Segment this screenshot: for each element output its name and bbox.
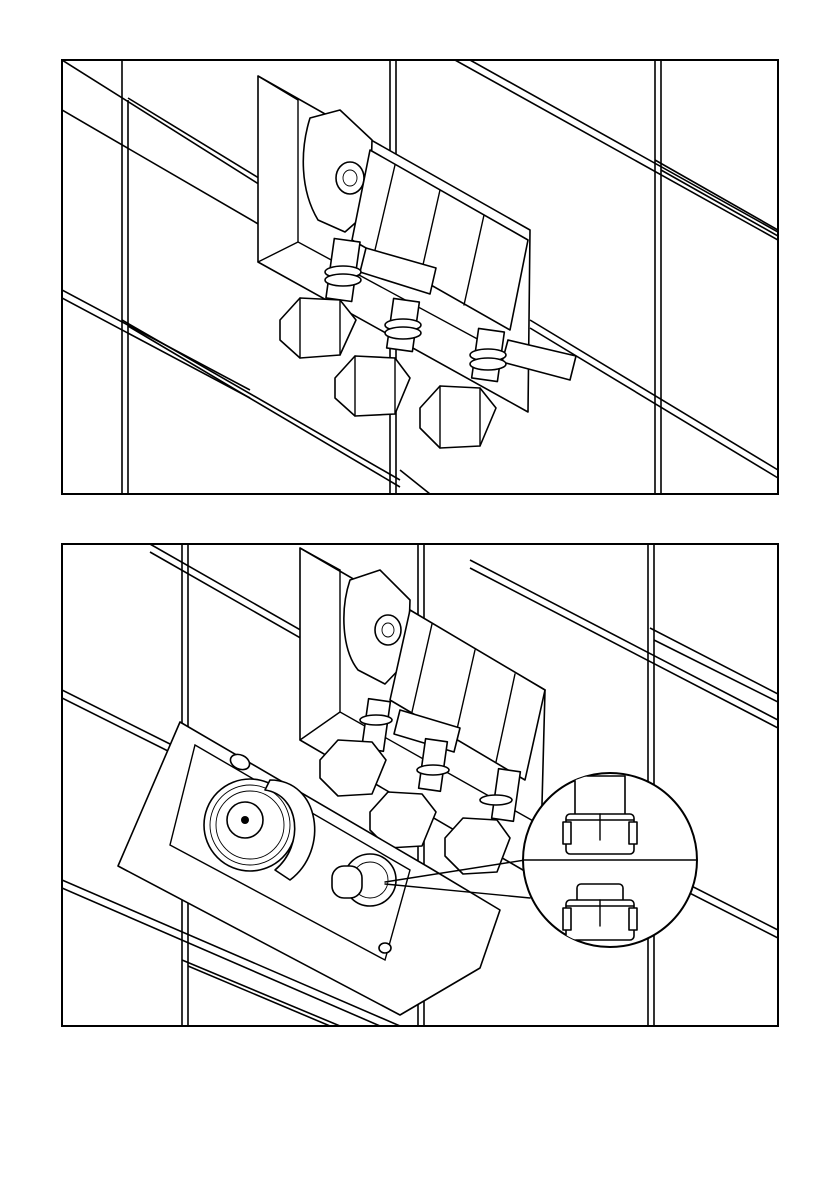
bottom-panel-group: [62, 544, 778, 1026]
zoom-detail-circle: [523, 773, 697, 947]
top-panel-group: [62, 60, 778, 494]
